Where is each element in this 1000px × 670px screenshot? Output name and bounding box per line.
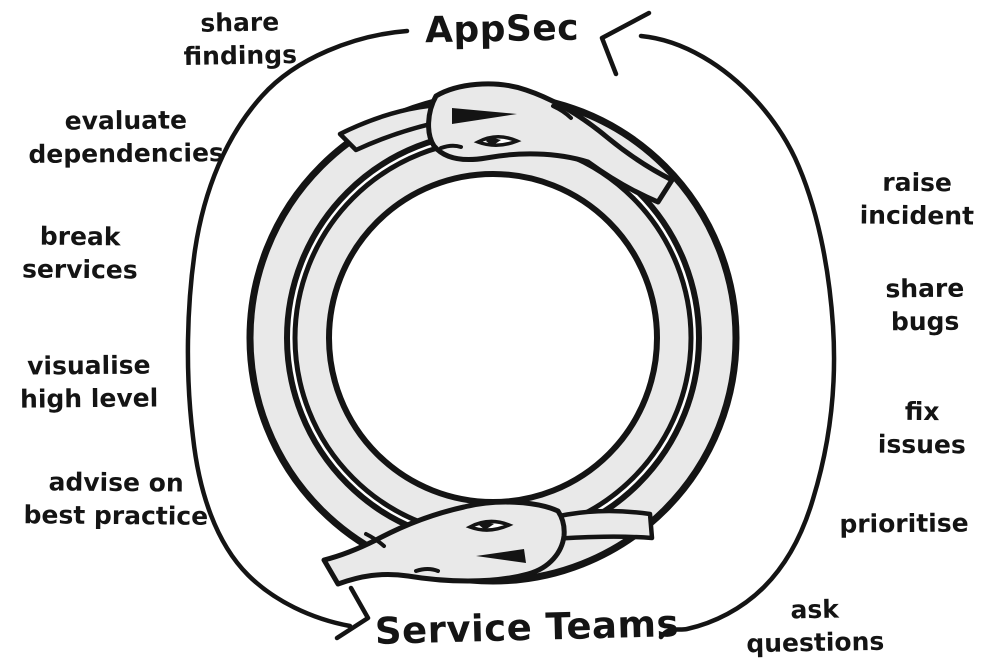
label-share-findings: share findings — [154, 5, 325, 74]
label-line: best practice — [23, 500, 209, 531]
left-arrow-curve — [185, 28, 410, 629]
label-line: prioritise — [839, 508, 969, 539]
label-line: break — [39, 221, 121, 252]
left-arrowhead-icon — [334, 585, 371, 641]
label-line: raise — [882, 167, 953, 198]
label-advise-on-best-practice: advise on best practice — [1, 465, 232, 533]
label-line: incident — [859, 200, 975, 231]
label-raise-incident: raise incident — [837, 165, 998, 232]
label-line: advise on — [48, 467, 184, 498]
label-line: high level — [19, 383, 159, 414]
label-evaluate-dependencies: evaluate dependencies — [6, 103, 247, 171]
label-line: dependencies — [28, 138, 224, 169]
top-head-chin-crease — [439, 143, 463, 150]
label-prioritise: prioritise — [814, 506, 994, 541]
service-teams-node-label: Service Teams — [374, 602, 680, 653]
top-head-pupil — [486, 137, 501, 146]
label-line: bugs — [890, 306, 960, 337]
top-head-mouth — [452, 108, 517, 124]
top-head-neck-crease — [551, 104, 573, 120]
label-line: share — [200, 7, 280, 38]
inner-snake-body — [296, 141, 690, 535]
label-line: evaluate — [64, 105, 188, 136]
bottom-head-pupil — [479, 521, 494, 530]
ring-outline-inner — [326, 171, 660, 505]
label-line: issues — [877, 429, 966, 460]
ring-outline-mid-inner — [292, 137, 694, 539]
label-visualise-high-level: visualise high level — [0, 348, 178, 416]
right-arrowhead-icon — [599, 10, 652, 77]
label-line: findings — [183, 40, 298, 71]
label-break-services: break services — [0, 219, 160, 286]
bottom-head-mouth — [476, 549, 526, 563]
bottom-head-neck-crease — [364, 532, 386, 548]
serviceteams-to-appsec-arrow — [599, 10, 837, 640]
label-share-bugs: share bugs — [845, 271, 1000, 338]
appsec-node-label: AppSec — [424, 7, 580, 52]
bottom-head-chin-crease — [414, 567, 440, 573]
label-line: services — [21, 254, 138, 285]
appsec-to-serviceteams-arrow — [185, 28, 410, 641]
label-line: visualise — [27, 350, 151, 381]
label-line: questions — [746, 626, 885, 659]
right-arrow-curve — [638, 33, 837, 640]
label-fix-issues: fix issues — [842, 394, 1000, 461]
label-line: ask — [790, 594, 840, 625]
label-line: share — [885, 273, 965, 304]
label-ask-questions: ask questions — [724, 591, 905, 660]
bottom-snake-head — [321, 499, 655, 587]
label-line: fix — [904, 396, 940, 427]
top-snake-head — [337, 81, 675, 205]
